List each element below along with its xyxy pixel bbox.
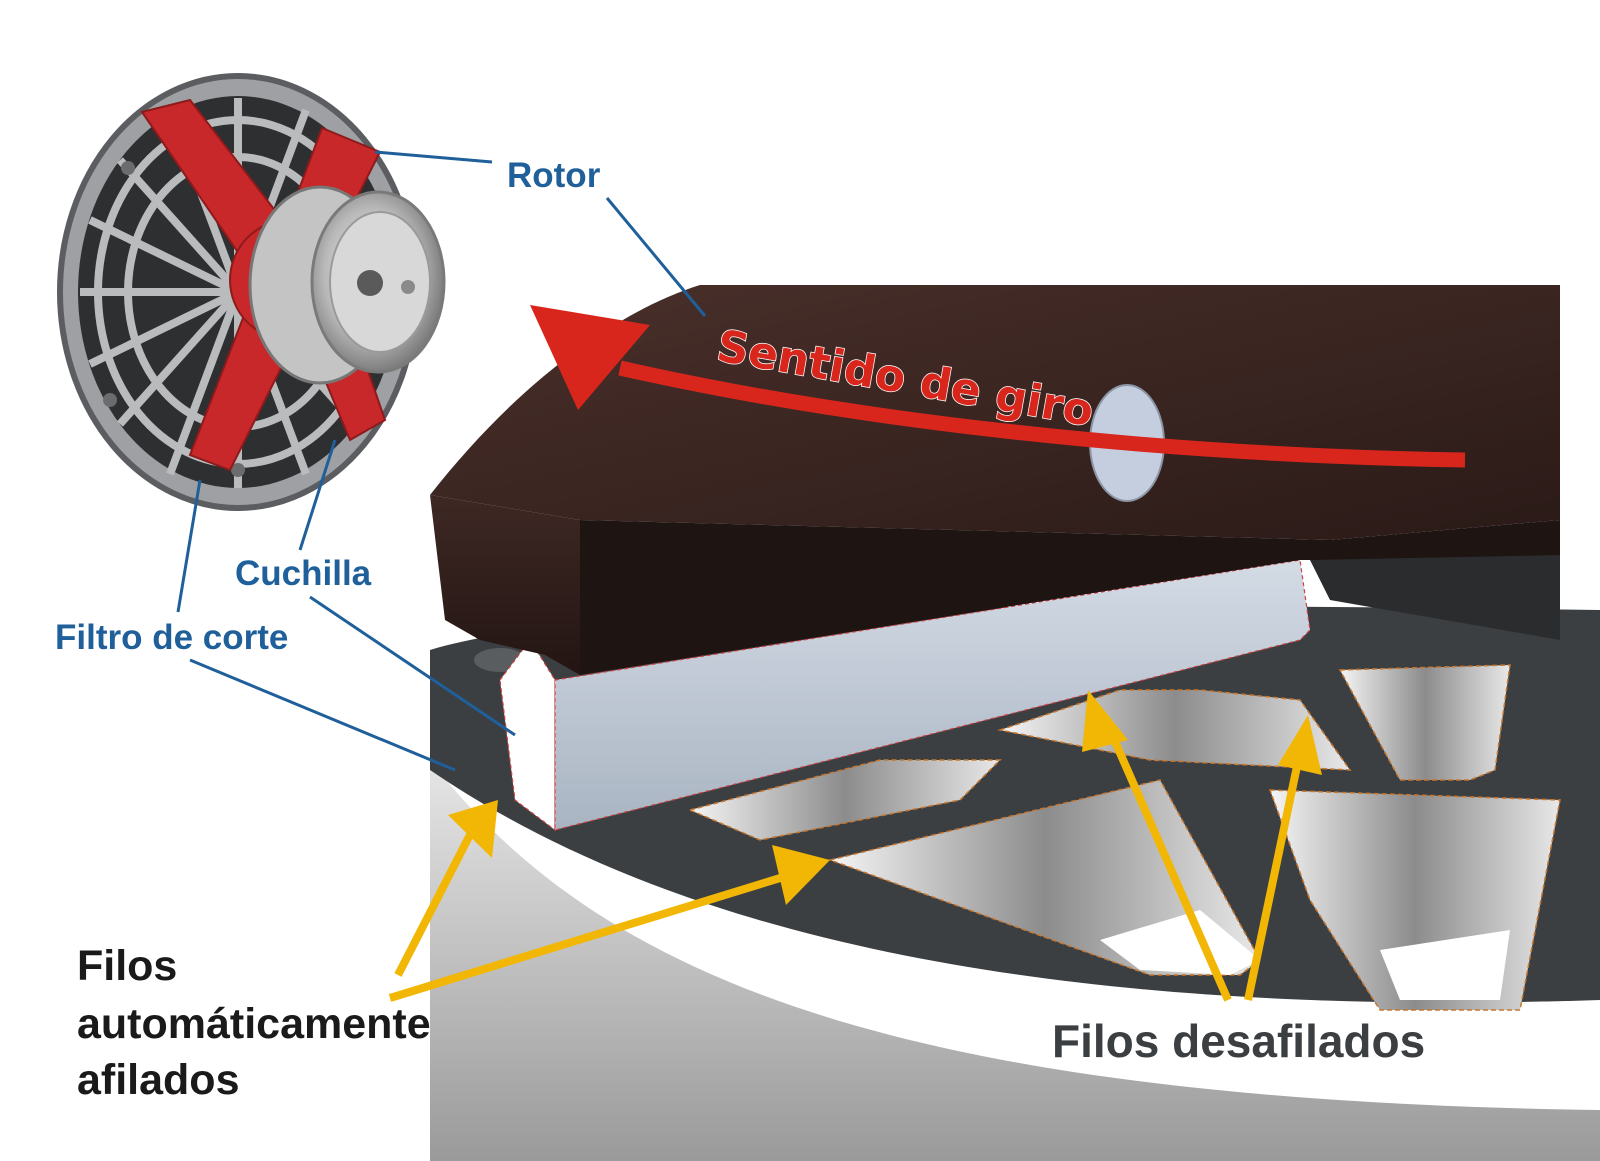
callout-lines: [176, 150, 707, 772]
callout-line-rotor-body: [605, 197, 707, 317]
arrow-head-auto-2: [772, 845, 830, 905]
blade: [499, 559, 1311, 832]
rotation-arrow-head: [530, 305, 650, 410]
callout-line-rotor: [374, 150, 493, 164]
label-filos-line1: Filos: [77, 942, 177, 990]
label-filtro-de-corte: Filtro de corte: [55, 618, 288, 657]
label-cuchilla: Cuchilla: [235, 554, 372, 593]
label-filos-line3: afilados: [77, 1056, 240, 1104]
blade-front-face: [554, 559, 1311, 831]
label-filos-desafilados: Filos desafilados: [1052, 1015, 1425, 1067]
callout-line-filtro-plate: [189, 658, 456, 772]
rotor-front: [430, 495, 580, 675]
rotor-body: [430, 285, 1560, 675]
arrow-head-auto-1: [448, 800, 498, 858]
rotor-hub: [248, 185, 446, 385]
arrow-head-desaf-1: [1082, 690, 1128, 752]
callout-line-filtro: [176, 479, 202, 613]
label-filos-line2: automáticamente: [77, 1000, 431, 1048]
callout-line-cuchilla: [298, 439, 337, 551]
rotor-photo: [57, 73, 446, 511]
label-rotor: Rotor: [507, 156, 601, 195]
rotation-arrow-shaft: [618, 360, 1466, 468]
rotor-underside: [580, 520, 1560, 675]
yellow-arrows: [388, 690, 1322, 1002]
filter-rim-side: [430, 760, 1600, 1161]
arrow-head-desaf-2: [1278, 715, 1322, 775]
blade-end-face: [499, 638, 556, 832]
callout-line-cuchilla-blade: [309, 595, 516, 737]
rotor-top: [430, 285, 1560, 540]
